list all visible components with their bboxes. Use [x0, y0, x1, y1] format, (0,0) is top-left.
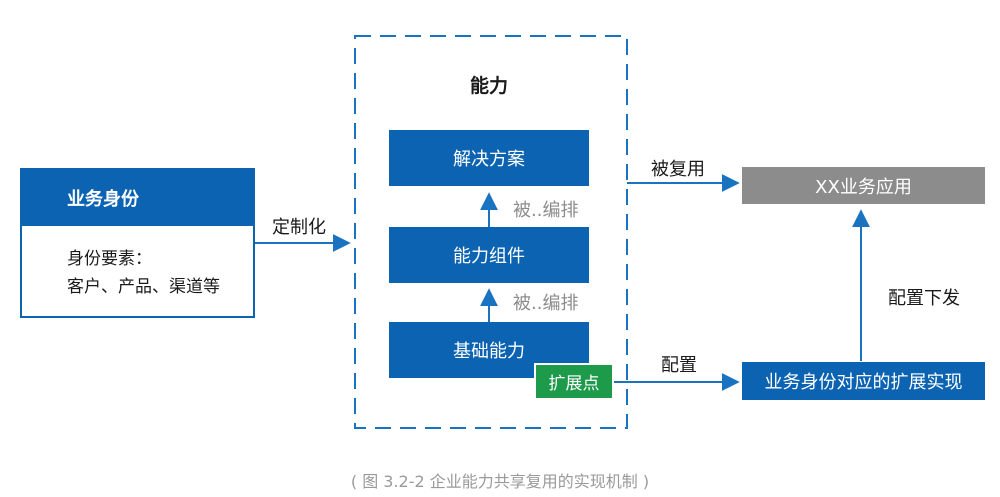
extension-point-label: 扩展点 [548, 374, 600, 394]
orchestrated-label-upper: 被..编排 [513, 200, 579, 221]
component-label: 能力组件 [453, 246, 525, 267]
component-box: 能力组件 [389, 227, 589, 283]
customize-label: 定制化 [272, 217, 326, 238]
identity-elements-list: 客户、产品、渠道等 [67, 277, 220, 297]
extension-impl-label: 业务身份对应的扩展实现 [764, 372, 963, 393]
capability-frame [354, 35, 628, 429]
identity-header: 业务身份 [22, 170, 253, 226]
config-deliver-label: 配置下发 [888, 288, 960, 309]
business-app-box: XX业务应用 [742, 167, 985, 204]
reused-label: 被复用 [651, 159, 705, 180]
identity-header-label: 业务身份 [67, 189, 139, 210]
capability-title: 能力 [470, 75, 509, 97]
identity-box: 业务身份 身份要素： 客户、产品、渠道等 [20, 168, 255, 318]
business-app-label: XX业务应用 [815, 176, 912, 198]
extension-point-box: 扩展点 [534, 363, 614, 400]
base-capability-label: 基础能力 [453, 341, 525, 362]
solution-box: 解决方案 [389, 130, 589, 186]
figure-caption: ( 图 3.2-2 企业能力共享复用的实现机制 ) [350, 472, 650, 491]
solution-label: 解决方案 [453, 149, 525, 170]
identity-elements-title: 身份要素： [67, 249, 152, 269]
extension-impl-box: 业务身份对应的扩展实现 [742, 362, 985, 400]
config-label: 配置 [661, 355, 697, 376]
orchestrated-label-lower: 被..编排 [513, 293, 579, 314]
